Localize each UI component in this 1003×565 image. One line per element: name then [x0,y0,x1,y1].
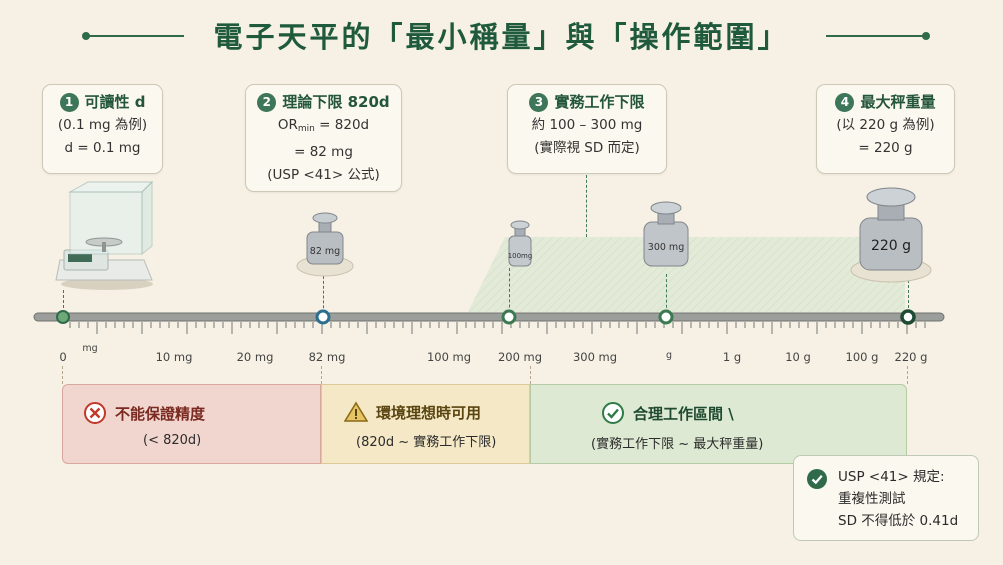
callout-title: 最大秤重量 [860,93,936,111]
step-number-1: 1 [59,93,79,112]
region-subtitle: (< 820d) [143,433,202,448]
tick-label: 20 mg [236,350,274,364]
tick-label: 82 mg [308,350,346,364]
usp-title: USP <41> 規定: [838,469,945,485]
title-left-dot [82,32,90,40]
tick-label: 10 mg [155,350,193,364]
tick-label: mg [82,343,98,354]
title-right-dot [922,32,930,40]
tick-label: 300 mg [572,350,618,364]
callout-max-capacity: 4 最大秤重量 (以 220 g 為例) = 220 g [816,84,955,174]
balance-icon [55,180,154,290]
callout-readability: 1 可讀性 d (0.1 mg 為例) d = 0.1 mg [42,84,163,174]
marker-220g [900,309,916,325]
tick-label: 100 g [845,350,879,364]
marker-zero [56,310,70,324]
callout-line: = 82 mg [294,144,353,160]
warning-icon [344,401,368,422]
region-ideal-env: 環境理想時可用 (820d ~ 實務工作下限) [321,384,530,464]
weight-label: 100mg [508,252,533,260]
mass-axis [33,309,945,334]
connector-4 [908,280,909,318]
marker-100mg [501,309,517,325]
callout-line: (USP <41> 公式) [267,167,380,183]
step-number-2: 2 [257,93,277,112]
marker-82mg [315,309,331,325]
title-left-line [88,35,184,37]
weight-label: 300 mg [648,242,684,253]
weight-label: 82 mg [310,246,340,257]
callout-line: 約 100 – 300 mg [531,117,643,133]
callout-line: d = 0.1 mg [64,140,141,156]
usp-line: 重複性測試 [838,491,906,507]
connector-2 [323,276,324,318]
callout-title: 可讀性 d [84,93,146,111]
page-title: 電子天平的「最小稱量」與「操作範圍」 [213,20,790,54]
tick-label: 0 [59,350,67,364]
usp-note: USP <41> 規定: 重複性測試 SD 不得低於 0.41d [793,455,979,541]
tick-label: 10 g [785,350,811,364]
or-min-formula: ORmin = 820d [277,117,370,134]
region-title: 不能保證精度 [115,404,206,423]
connector-100mg [509,268,510,318]
title-right-line [826,35,924,37]
marker-300mg [658,309,674,325]
callout-practical-min: 3 實務工作下限 約 100 – 300 mg (實際視 SD 而定) [507,84,667,174]
callout-theoretical-min: 2 理論下限 820d ORmin = 820d = 82 mg (USP <41… [245,84,402,192]
region-boundary [530,366,531,384]
region-boundary [907,366,908,384]
step-number-3: 3 [529,93,549,112]
usp-line: SD 不得低於 0.41d [838,513,959,529]
callout-line: = 220 g [858,140,913,156]
callout-title: 實務工作下限 [554,93,645,111]
callout-title: 理論下限 820d [282,93,390,111]
tick-label: 100 mg [426,350,472,364]
weight-label: 220 g [871,238,911,254]
region-subtitle: (820d ~ 實務工作下限) [356,435,497,450]
weight-300mg-icon: 300 mg [643,201,689,267]
step-number-4: 4 [835,93,855,112]
callout-line: (以 220 g 為例) [836,117,935,133]
tick-label: 220 g [894,350,928,364]
weight-100mg-icon: 100mg [508,220,533,267]
region-subtitle: (實務工作下限 ~ 最大秤重量) [591,437,764,452]
connector-300mg [666,274,667,318]
weight-82mg-icon: 82 mg [296,212,354,277]
weight-220g-icon: 220 g [850,187,932,283]
region-reasonable: 合理工作區間 \ (實務工作下限 ~ 最大秤重量) [530,384,907,464]
region-title: 合理工作區間 \ [633,404,734,423]
tick-label: 1 g [722,350,742,364]
check-circle-icon [807,469,827,489]
check-icon [602,402,624,424]
tick-label: g [665,350,673,361]
callout-line: (實際視 SD 而定) [534,140,640,156]
region-boundary [62,366,63,384]
region-boundary [321,366,322,384]
region-title: 環境理想時可用 [376,403,482,422]
region-not-guaranteed: 不能保證精度 (< 820d) [62,384,321,464]
connector-3 [586,175,587,237]
connector-1 [63,290,64,318]
cross-icon [84,402,106,424]
callout-line: (0.1 mg 為例) [57,117,148,133]
tick-label: 200 mg [497,350,543,364]
